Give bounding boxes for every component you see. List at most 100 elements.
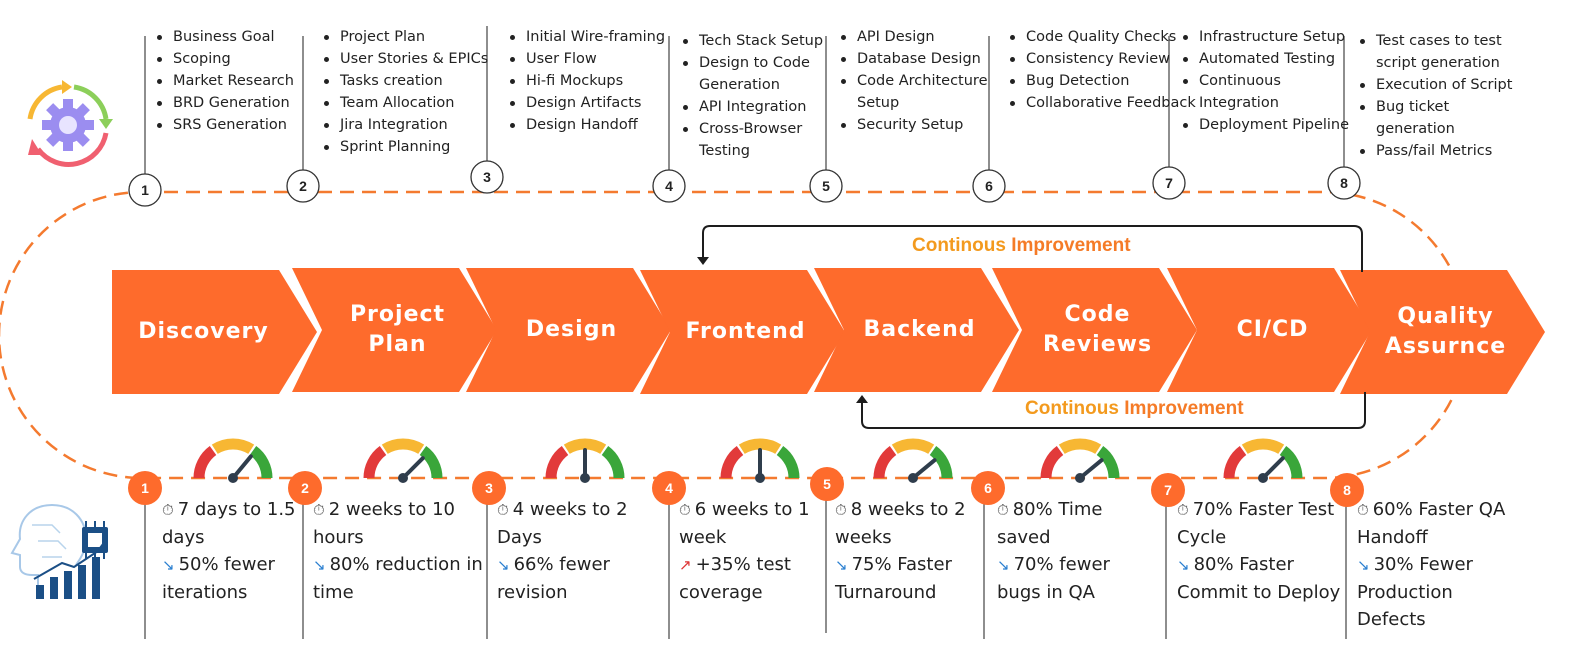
stopwatch-icon: ⏱ (1357, 501, 1369, 519)
gauge-segment (1279, 446, 1303, 479)
step-number: 8 (1343, 482, 1351, 498)
gear-cycle-icon (27, 80, 113, 167)
metric-block: ⏱7 days to 1.5 days ↘50% fewer iteration… (162, 496, 302, 606)
list-item: Code Architecture Setup (841, 70, 1007, 114)
metric-block: ⏱6 weeks to 1 week ↗+35% test coverage (679, 496, 824, 606)
list-item: Team Allocation (324, 92, 510, 114)
improvement-arrow-bottom (861, 392, 1366, 429)
chevron-step (466, 268, 671, 392)
gauge-segment (873, 446, 897, 479)
performance-gauge (1040, 438, 1120, 483)
list-item: Design Handoff (510, 114, 696, 136)
metric-text: 66% fewer revision (497, 554, 610, 603)
list-item: Design Artifacts (510, 92, 696, 114)
gauge-pivot (1258, 473, 1268, 483)
list-item: User Flow (510, 48, 696, 70)
step-marker-bottom (1330, 473, 1364, 507)
list-item: Test cases to test script generation (1360, 30, 1526, 74)
list-item: Collaborative Feedback (1010, 92, 1201, 114)
metric-text: 75% Faster Turnaround (835, 554, 952, 603)
chart-down-icon: ↘ (313, 556, 326, 574)
list-item: Cross-Browser Testing (683, 118, 849, 162)
step-title: Backend (863, 317, 976, 342)
gauge-segment (1058, 438, 1102, 455)
list-item: User Stories & EPICs (324, 48, 510, 70)
list-item: Database Design (841, 48, 1007, 70)
step-number: 5 (822, 178, 830, 194)
task-list: Tech Stack Setup Design to Code Generati… (673, 30, 849, 162)
metric-text: 50% fewer iterations (162, 554, 275, 603)
step-marker-top (972, 169, 1006, 203)
step-marker-top (1327, 166, 1361, 200)
gauge-segment (720, 446, 744, 479)
chevron-step (1167, 268, 1372, 392)
list-item: API Integration (683, 96, 849, 118)
gauge-pivot (398, 473, 408, 483)
metric-text: 80% Time saved (997, 499, 1103, 548)
stopwatch-icon: ⏱ (679, 501, 691, 519)
gauge-segment (563, 438, 607, 455)
task-list: Initial Wire-framing User Flow Hi-fi Moc… (500, 26, 696, 136)
chart-down-icon: ↘ (497, 556, 510, 574)
metric-text: 8 weeks to 2 weeks (835, 499, 966, 548)
step-number: 4 (665, 480, 673, 496)
list-item: Initial Wire-framing (510, 26, 696, 48)
step-number: 5 (823, 476, 831, 492)
list-item: Continuous Integration (1183, 70, 1359, 114)
gauge-pivot (1075, 473, 1085, 483)
metric-text: 6 weeks to 1 week (679, 499, 810, 548)
gauge-segment (1223, 446, 1247, 479)
list-item: Hi-fi Mockups (510, 70, 696, 92)
chart-down-icon: ↘ (162, 556, 175, 574)
gauge-segment (363, 446, 387, 479)
step-title: CI/CD (1236, 317, 1309, 342)
step-marker-bottom (128, 471, 162, 505)
list-item: Infrastructure Setup (1183, 26, 1359, 48)
performance-gauge (363, 438, 443, 483)
step-marker-top (1152, 166, 1186, 200)
list-item: BRD Generation (157, 92, 313, 114)
gauge-segment (1040, 446, 1064, 479)
metric-block: ⏱2 weeks to 10 hours ↘80% reduction in t… (313, 496, 483, 606)
step-number: 1 (141, 182, 149, 198)
metric-text: 80% Faster Commit to Deploy (1177, 554, 1341, 603)
gauge-pivot (580, 473, 590, 483)
gauge-segment (1241, 438, 1285, 455)
metric-text: 70% fewer bugs in QA (997, 554, 1110, 603)
list-item: SRS Generation (157, 114, 313, 136)
arrowhead-bottom-icon (856, 395, 868, 403)
list-item: Tasks creation (324, 70, 510, 92)
ai-head-growth-icon (10, 504, 108, 599)
step-marker-bottom (810, 467, 844, 501)
step-marker-top (470, 160, 504, 194)
gauge-segment (193, 446, 217, 479)
metric-text: +35% test coverage (679, 554, 791, 603)
list-item: Sprint Planning (324, 136, 510, 158)
chart-down-icon: ↘ (997, 556, 1010, 574)
chevron-step (640, 270, 845, 394)
gauge-pivot (228, 473, 238, 483)
metric-block: ⏱70% Faster Test Cycle ↘80% Faster Commi… (1177, 496, 1342, 606)
dashed-loop-track (0, 190, 1469, 480)
gauge-segment (249, 446, 273, 479)
list-item: Scoping (157, 48, 313, 70)
list-item: API Design (841, 26, 1007, 48)
performance-gauge (545, 438, 625, 483)
step-marker-top (809, 169, 843, 203)
gauge-segment (211, 438, 255, 455)
task-list: Code Quality Checks Consistency Review B… (1000, 26, 1201, 114)
chevron-step (292, 268, 497, 392)
chart-down-icon: ↘ (1357, 556, 1370, 574)
metric-block: ⏱8 weeks to 2 weeks ↘75% Faster Turnarou… (835, 496, 985, 606)
step-number: 4 (665, 178, 673, 194)
step-marker-bottom (472, 471, 506, 505)
step-number: 6 (984, 480, 992, 496)
stopwatch-icon: ⏱ (997, 501, 1009, 519)
step-marker-bottom (652, 471, 686, 505)
task-list: Business Goal Scoping Market Research BR… (147, 26, 313, 136)
step-marker-bottom (1151, 473, 1185, 507)
stopwatch-icon: ⏱ (162, 501, 174, 519)
performance-gauge (720, 438, 800, 483)
